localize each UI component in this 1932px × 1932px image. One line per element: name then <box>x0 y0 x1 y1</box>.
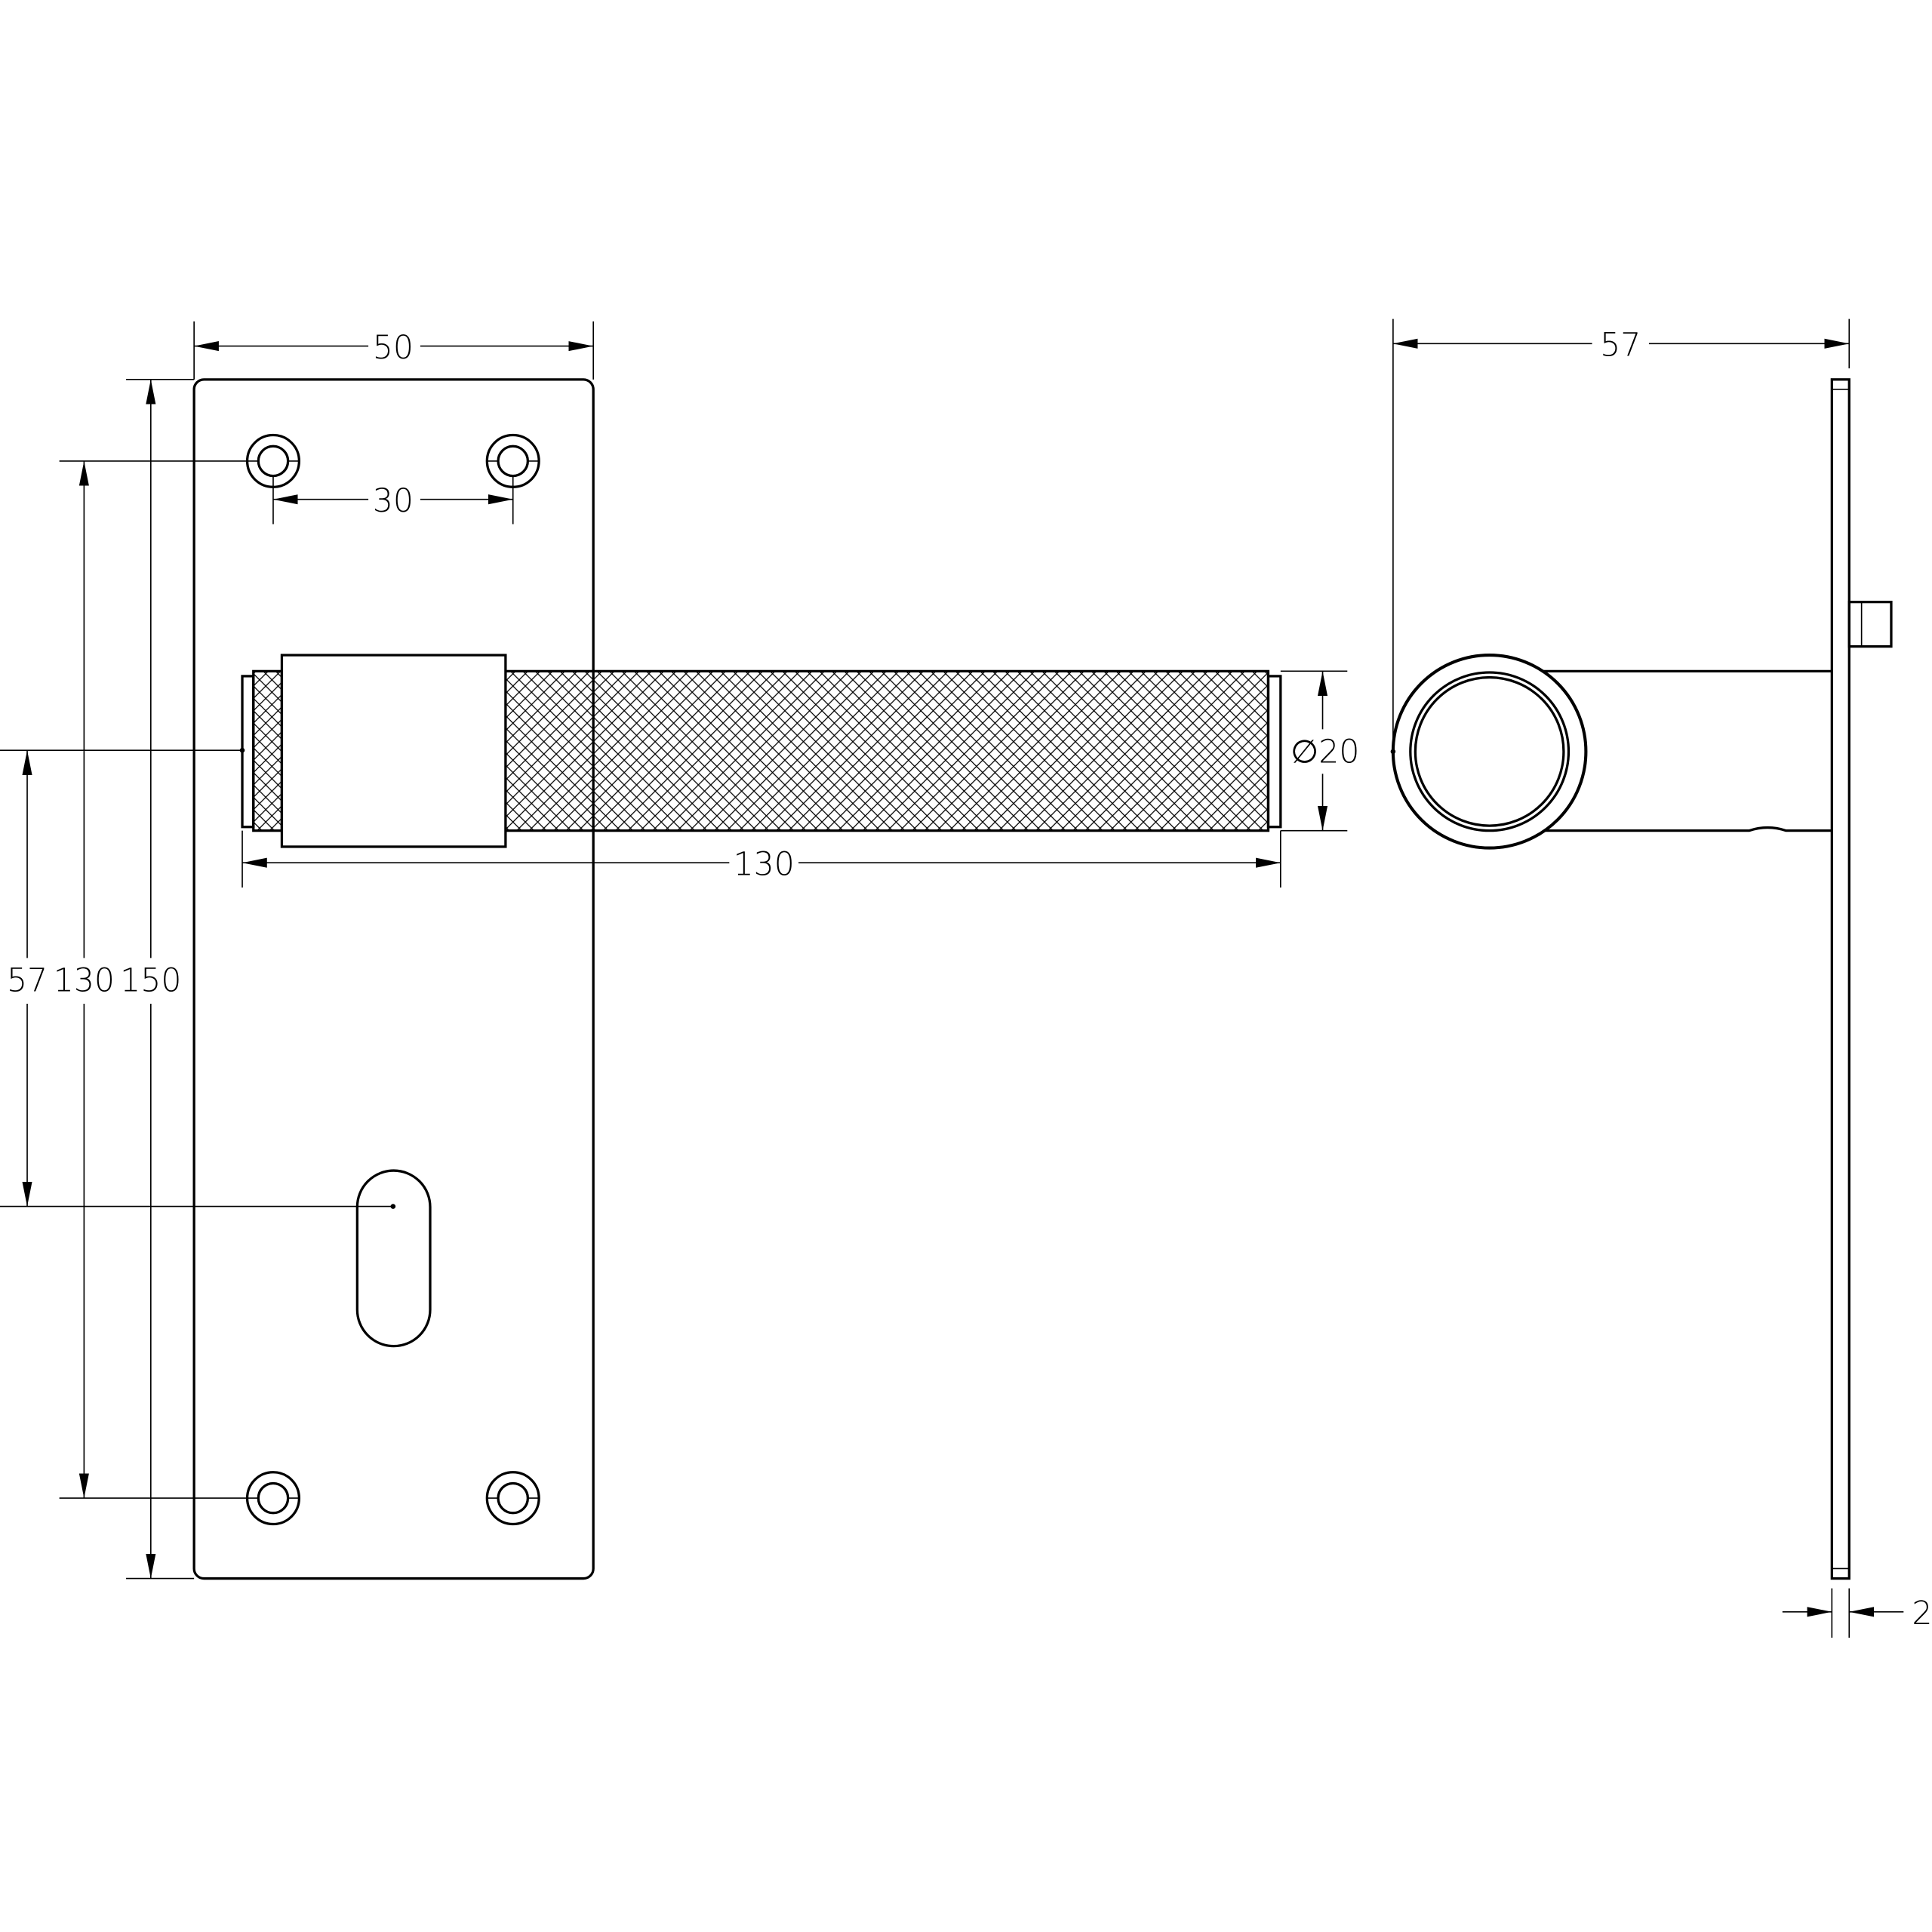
keyhole <box>355 1169 432 1348</box>
dimension-label: 30 <box>373 482 414 520</box>
dimension-grip-diameter: ∅20 <box>1280 670 1359 832</box>
dimension-screw-spacing-v: 130 <box>54 460 248 1499</box>
dimension-plate-thickness: 2 <box>1782 1588 1932 1638</box>
dimension-screw-spacing-h: 30 <box>272 475 514 525</box>
dimension-label: 130 <box>54 962 115 1000</box>
dimension-plate-height: 150 <box>120 379 195 1580</box>
dimension-label: 57 <box>1600 327 1641 365</box>
dimension-lever-length: 130 <box>242 830 1281 888</box>
dimension-label: ∅20 <box>1291 734 1359 771</box>
dimension-label: 57 <box>7 962 48 1000</box>
dimension-label: 130 <box>734 846 795 884</box>
dimension-label: 150 <box>120 962 181 1000</box>
side-lever-shaft <box>1539 669 1832 832</box>
dimension-projection: 57 <box>1392 318 1850 752</box>
lever-handle <box>241 654 1282 848</box>
side-lever-end-outer <box>1391 654 1588 850</box>
lever-rose-block <box>280 654 507 848</box>
lever-end-cap-right <box>1266 675 1282 829</box>
backplate <box>192 378 595 1580</box>
side-backplate <box>1830 378 1850 1580</box>
lever-knurl-left <box>252 669 284 832</box>
screw-hole <box>485 1471 540 1526</box>
side-spindle <box>1847 601 1893 648</box>
screw-holes <box>245 433 540 1526</box>
dimension-label: 50 <box>373 329 414 367</box>
dimension-plate-width: 50 <box>193 321 594 380</box>
lever-knurled-grip <box>504 669 1270 832</box>
screw-hole <box>245 1471 301 1526</box>
side-view <box>1390 378 1893 1580</box>
dimension-label: 2 <box>1912 1595 1932 1632</box>
dimension-lever-to-keyhole: 57 <box>0 747 393 1208</box>
